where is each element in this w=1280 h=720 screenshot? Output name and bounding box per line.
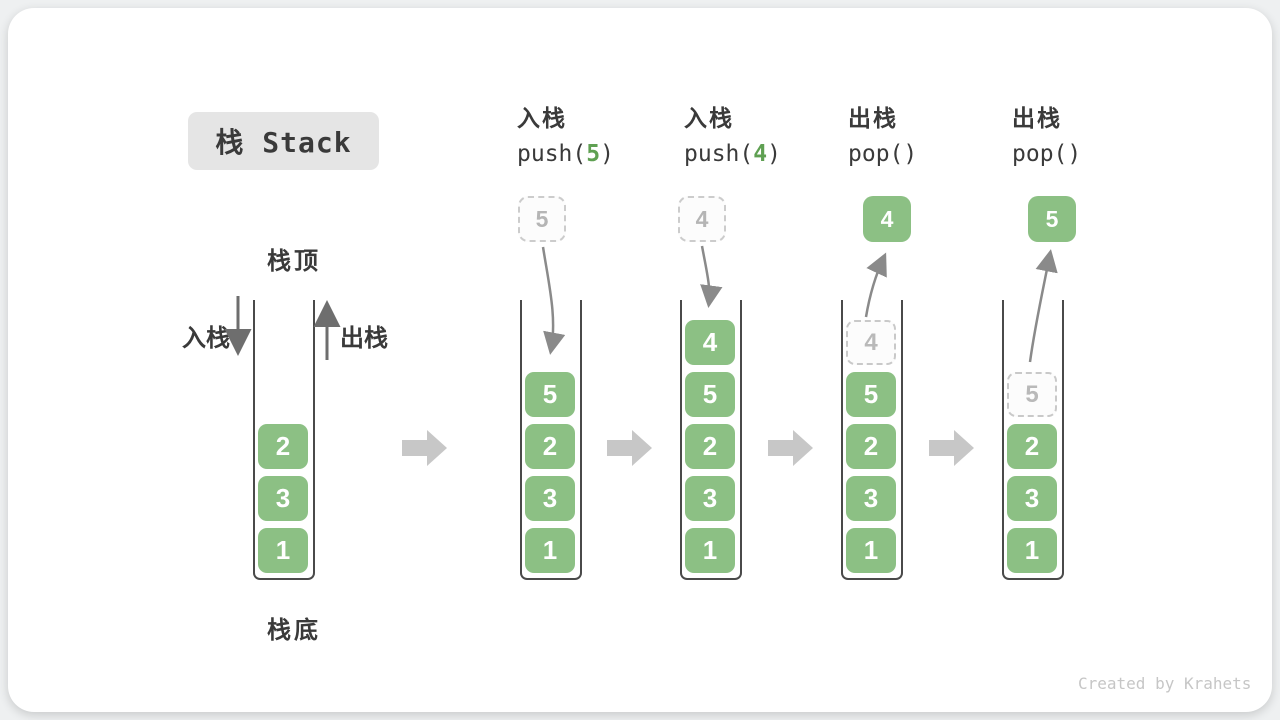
stack-container-pop5: 5 2 3 1 <box>1002 300 1064 580</box>
incoming-value-box: 4 <box>678 196 726 242</box>
stack-item: 2 <box>1007 424 1057 469</box>
stack-item: 2 <box>258 424 308 469</box>
stack-item: 1 <box>525 528 575 573</box>
code-pre: push( <box>684 141 754 167</box>
stack-item: 3 <box>258 476 308 521</box>
stack-bottom-label: 栈底 <box>267 617 321 644</box>
pop-direction-label: 出栈 <box>340 325 388 352</box>
stack-item: 3 <box>525 476 575 521</box>
stack-item: 2 <box>525 424 575 469</box>
op-code-label: push(4) <box>684 140 781 168</box>
watermark: Created by Krahets <box>1078 674 1252 693</box>
stack-item: 5 <box>685 372 735 417</box>
popped-value-box: 4 <box>863 196 911 242</box>
stack-item: 5 <box>525 372 575 417</box>
stack-top-label: 栈顶 <box>267 248 321 275</box>
code-arg: 5 <box>586 141 601 167</box>
op-code-label: push(5) <box>517 140 614 168</box>
op-zh-label: 出栈 <box>1012 105 1062 131</box>
op-zh-label: 入栈 <box>517 105 567 131</box>
popped-value-box: 5 <box>1028 196 1076 242</box>
stack-container-pop4: 4 5 2 3 1 <box>841 300 903 580</box>
op-code-label: pop() <box>848 140 917 168</box>
code-post: ) <box>767 141 781 167</box>
op-header-push4: 入栈 push(4) <box>684 104 781 168</box>
stack-item: 3 <box>1007 476 1057 521</box>
stack-item: 1 <box>846 528 896 573</box>
stack-item: 5 <box>846 372 896 417</box>
op-zh-label: 出栈 <box>848 105 898 131</box>
incoming-value-box: 5 <box>518 196 566 242</box>
stack-container-push5: 5 2 3 1 <box>520 300 582 580</box>
op-header-push5: 入栈 push(5) <box>517 104 614 168</box>
ghost-item: 4 <box>846 320 896 365</box>
stack-item: 1 <box>258 528 308 573</box>
stack-item: 2 <box>685 424 735 469</box>
stack-item: 1 <box>1007 528 1057 573</box>
push-direction-label: 入栈 <box>182 325 230 352</box>
code-arg: 4 <box>753 141 768 167</box>
code-post: ) <box>600 141 614 167</box>
op-code-label: pop() <box>1012 140 1081 168</box>
op-header-pop5: 出栈 pop() <box>1012 104 1081 168</box>
stack-item: 3 <box>846 476 896 521</box>
stack-item: 4 <box>685 320 735 365</box>
code-post: ) <box>1067 141 1082 167</box>
code-post: ) <box>903 141 918 167</box>
stack-item: 2 <box>846 424 896 469</box>
stack-item: 3 <box>685 476 735 521</box>
code-pre: pop( <box>848 141 904 167</box>
ghost-item: 5 <box>1007 372 1057 417</box>
code-pre: pop( <box>1012 141 1068 167</box>
diagram-title-text: 栈 Stack <box>215 126 352 159</box>
stack-item: 1 <box>685 528 735 573</box>
diagram-title: 栈 Stack <box>188 112 379 170</box>
stack-container-initial: 2 3 1 <box>253 300 315 580</box>
op-zh-label: 入栈 <box>684 105 734 131</box>
op-header-pop4: 出栈 pop() <box>848 104 917 168</box>
code-pre: push( <box>517 141 587 167</box>
stack-container-push4: 4 5 2 3 1 <box>680 300 742 580</box>
